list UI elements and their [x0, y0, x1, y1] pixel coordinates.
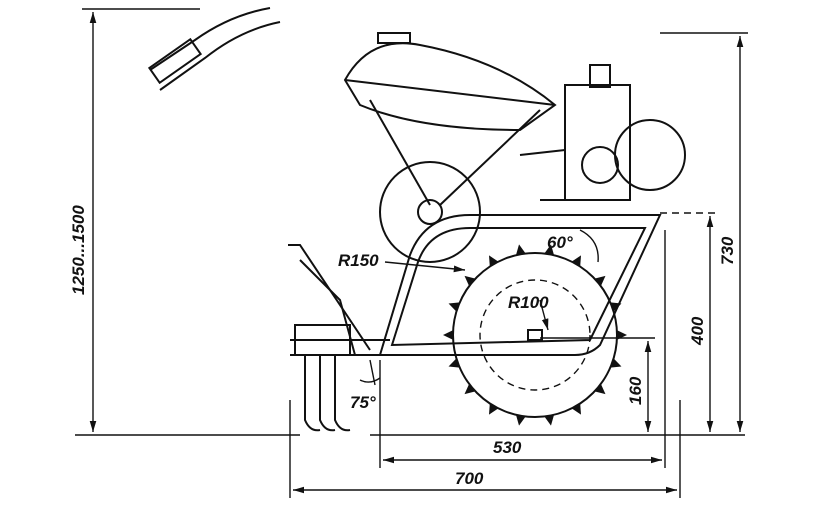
- wheel-spike: [594, 383, 606, 395]
- wheel-spike: [448, 302, 460, 312]
- wheel-spike: [515, 414, 526, 426]
- width-inner-label: 530: [493, 438, 522, 457]
- axle-height-label: 160: [626, 376, 645, 405]
- cultivator-tines: [288, 244, 381, 432]
- wheel-radius-label: R100: [508, 293, 549, 312]
- fuel-tank: [343, 32, 557, 206]
- handle-grip: [147, 7, 281, 91]
- wheel-spike: [616, 330, 627, 340]
- wheel-spike: [594, 275, 606, 287]
- wheel-spike: [571, 403, 581, 415]
- angle-bottom-label: 75°: [350, 393, 376, 412]
- wheel-spike: [610, 358, 622, 368]
- total-height-label: 1250...1500: [69, 205, 88, 295]
- wheel-spike: [515, 244, 526, 256]
- wheel-spike: [571, 255, 581, 267]
- wheel-spike: [544, 414, 555, 426]
- annotation-marks: [384, 229, 599, 331]
- wheel-spike: [489, 403, 499, 415]
- dimension-lines: [75, 8, 748, 498]
- total-height-right-label: 730: [718, 236, 737, 265]
- wheel-spike: [443, 330, 454, 340]
- width-total-label: 700: [455, 469, 484, 488]
- wheel-spike: [464, 383, 476, 395]
- frame-height-label: 400: [688, 316, 707, 346]
- transport-wheel: [379, 161, 481, 263]
- frame-radius-label: R150: [338, 251, 379, 270]
- wheel-spike: [448, 358, 460, 368]
- drive-wheel: [443, 244, 627, 426]
- angle-top-label: 60°: [547, 233, 573, 252]
- engine: [519, 64, 686, 201]
- wheel-spike: [464, 275, 476, 287]
- wheel-spike: [489, 255, 499, 267]
- wheel-spike: [544, 244, 555, 256]
